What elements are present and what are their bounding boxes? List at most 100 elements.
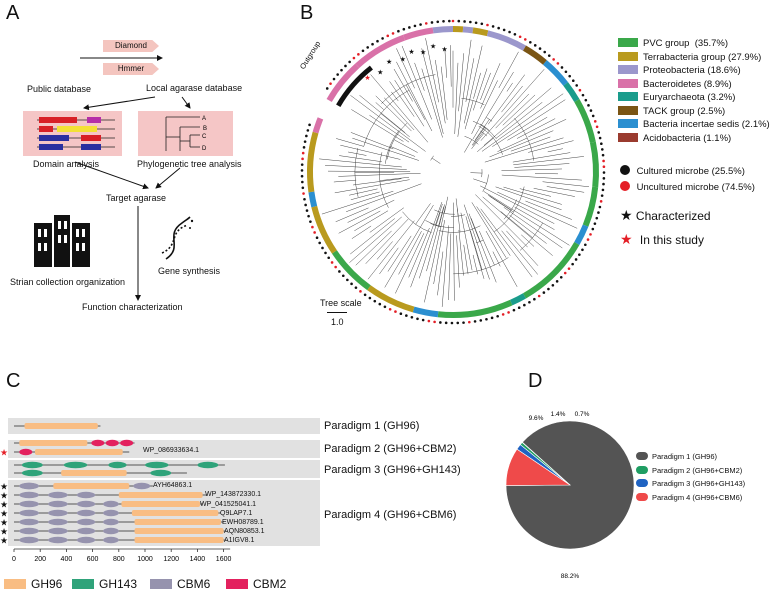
microbe-dot (594, 222, 597, 225)
microbe-dot (575, 84, 578, 87)
microbe-dot (321, 247, 324, 250)
microbe-dot (565, 70, 568, 73)
microbe-dot (592, 228, 595, 231)
gh143-label: GH143 (99, 577, 137, 591)
legend-cbm6: CBM6 (150, 577, 210, 591)
microbe-dot (451, 322, 454, 325)
microbe-dot (366, 46, 369, 49)
microbe-dot (428, 320, 431, 323)
characterized-star: ★ (430, 43, 436, 51)
microbe-dot (529, 41, 532, 44)
microbe-dot (389, 308, 392, 311)
gh96-swatch (4, 579, 26, 589)
microbe-dot (572, 79, 575, 82)
local-database-label: Local agarase database (146, 83, 242, 93)
clade-ring-segment (523, 46, 547, 65)
microbe-dot (334, 266, 337, 269)
domain-module (19, 519, 39, 525)
phylum-legend-label: TACK group (2.5%) (643, 106, 725, 117)
microbe-dot (534, 44, 537, 47)
panel-d-label: D (528, 370, 542, 393)
microbe-dot (595, 217, 598, 220)
phylum-swatch (618, 133, 638, 142)
accession-2: WP_143872330.1 (205, 491, 261, 498)
clade-ring-segment (543, 60, 568, 86)
microbe-dot (394, 310, 397, 313)
microbe-dot (445, 322, 448, 325)
microbe-dot (508, 31, 511, 34)
microbe-dot (416, 317, 419, 320)
microbe-dot (452, 20, 455, 23)
clade-ring-segment (463, 26, 474, 33)
domain-block (121, 501, 200, 507)
microbe-dot (340, 69, 343, 72)
microbe-dot (355, 286, 358, 289)
clade-ring-segment (413, 307, 439, 318)
clade-ring-segment (438, 300, 513, 318)
x-tick-label: 1600 (216, 556, 232, 563)
clade-ring-segment (487, 30, 526, 50)
uncultured-legend: Uncultured microbe (74.5%) (620, 181, 755, 193)
paradigm-4-label: Paradigm 4 (GH96+CBM6) (324, 509, 456, 521)
characterized-legend: ★ Characterized (620, 207, 711, 224)
paradigm-3-label: Paradigm 3 (GH96+GH143) (324, 464, 461, 476)
domain-module (145, 462, 169, 468)
microbe-dot (568, 75, 571, 78)
microbe-dot (601, 194, 604, 197)
domain-block (119, 492, 203, 498)
domain-module (103, 501, 119, 507)
microbe-dot (308, 124, 311, 127)
microbe-dot (514, 33, 517, 36)
microbe-dot (602, 189, 605, 192)
x-tick-label: 1400 (190, 556, 206, 563)
phylum-legend-item: Proteobacteria (18.6%) (618, 65, 741, 76)
microbe-dot (313, 231, 316, 234)
clade-ring-segment (307, 132, 318, 193)
microbe-dot (475, 21, 478, 24)
cbm6-label: CBM6 (177, 577, 210, 591)
characterized-star: ★ (386, 58, 392, 66)
domain-module (48, 528, 68, 534)
microbe-dot (309, 220, 312, 223)
clade-ring-segment (433, 26, 453, 33)
microbe-dot (513, 309, 516, 312)
microbe-dot (519, 35, 522, 38)
domain-block (24, 423, 97, 429)
phylum-legend-item: TACK group (2.5%) (618, 106, 725, 117)
microbe-dot (422, 319, 425, 322)
in-this-study-star: ★ (364, 74, 370, 82)
microbe-dot (350, 283, 353, 286)
microbe-dot (547, 288, 550, 291)
cultured-legend: Cultured microbe (25.5%) (620, 165, 745, 177)
microbe-dot (348, 61, 351, 64)
characterized-star: ★ (377, 69, 383, 77)
phylum-legend-item: Bacteria incertae sedis (2.1%) (618, 119, 770, 130)
domain-block (19, 440, 87, 446)
microbe-dot (584, 243, 587, 246)
microbe-dot (329, 82, 332, 85)
domain-module (77, 537, 95, 543)
clade-ring-segment (403, 27, 433, 40)
microbe-dot (602, 154, 605, 157)
function-characterization-label: Function characterization (82, 302, 183, 312)
accession-0: WP_086933634.1 (143, 447, 199, 454)
cultured-label: Cultured microbe (25.5%) (637, 166, 745, 177)
microbe-dot (581, 248, 584, 251)
accession-5: EWH08789.1 (222, 519, 264, 526)
domain-module (77, 528, 95, 534)
microbe-dot (497, 27, 500, 30)
paradigm-pie-chart: 88.2%0.7%1.4%9.6% (500, 400, 630, 580)
microbe-dot (597, 211, 600, 214)
microbe-dot (311, 226, 314, 229)
microbe-dot (575, 258, 578, 261)
microbe-dot (579, 89, 582, 92)
domain-module (48, 501, 68, 507)
domain-block (61, 470, 127, 476)
clade-ring-segment (523, 242, 579, 298)
microbe-dot (474, 320, 477, 323)
phylum-legend-label: Proteobacteria (18.6%) (643, 65, 741, 76)
microbe-dot (568, 267, 571, 270)
phylogenetic-tree: ★★★★★★★★ (290, 0, 610, 335)
pie-legend-item: Paradigm 4 (GH96+CBM6) (636, 493, 742, 502)
microbe-dot (384, 305, 387, 308)
